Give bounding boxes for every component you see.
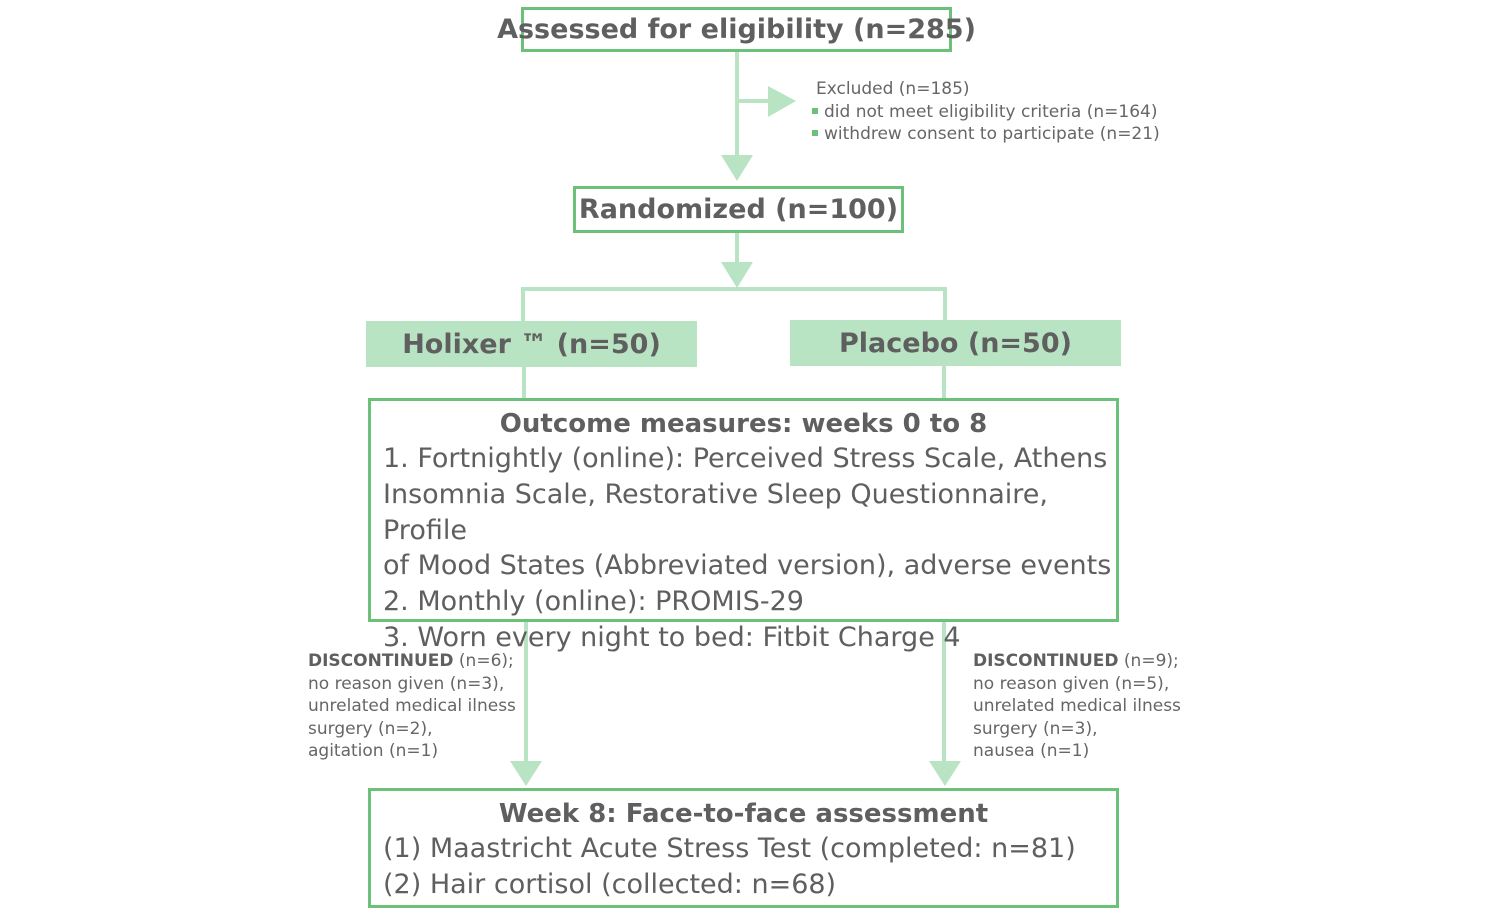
discontinued-left-line: unrelated medical ilness xyxy=(308,696,516,716)
arm-placebo-box: Placebo (n=50) xyxy=(790,320,1121,366)
connector-randomized-split xyxy=(735,232,739,264)
arrow-left-week8 xyxy=(510,761,542,786)
connector-right-outcomes xyxy=(942,365,946,399)
outcome-line: 1. Fortnightly (online): Perceived Stres… xyxy=(383,443,1108,474)
discontinued-right-head: DISCONTINUED (n=9); xyxy=(973,651,1179,671)
arm-holixer-label: Holixer ™ (n=50) xyxy=(402,328,661,360)
arm-holixer-box: Holixer ™ (n=50) xyxy=(366,321,697,367)
excluded-item: withdrew consent to participate (n=21) xyxy=(812,123,1160,146)
discontinued-left-note: DISCONTINUED (n=6); no reason given (n=3… xyxy=(308,650,516,763)
outcome-measures-title: Outcome measures: weeks 0 to 8 xyxy=(499,409,988,439)
discontinued-right-line: unrelated medical ilness xyxy=(973,696,1181,716)
discontinued-right-line: nausea (n=1) xyxy=(973,741,1090,761)
split-bar xyxy=(521,287,947,291)
week8-line: (2) Hair cortisol (collected: n=68) xyxy=(383,868,837,900)
discontinued-left-line: surgery (n=2), xyxy=(308,718,433,739)
outcome-line: Insomnia Scale, Restorative Sleep Questi… xyxy=(383,478,1048,546)
discontinued-left-head: DISCONTINUED (n=6); xyxy=(308,651,514,671)
connector-to-excluded xyxy=(737,99,773,103)
bullet-icon xyxy=(812,107,818,114)
week8-line: (1) Maastricht Acute Stress Test (comple… xyxy=(383,833,1076,864)
arrow-to-split xyxy=(721,262,753,288)
connector-left-outcomes xyxy=(522,366,526,399)
discontinued-right-line: surgery (n=3), xyxy=(973,718,1098,739)
connector-right-week8 xyxy=(942,621,946,763)
arrow-to-randomized xyxy=(721,155,753,181)
connector-left-week8 xyxy=(524,621,528,763)
split-right-drop xyxy=(943,287,947,320)
discontinued-left-line: agitation (n=1) xyxy=(308,741,439,761)
week8-title: Week 8: Face-to-face assessment xyxy=(498,799,989,829)
week8-box: Week 8: Face-to-face assessment (1) Maas… xyxy=(368,788,1119,908)
arm-placebo-label: Placebo (n=50) xyxy=(839,327,1072,359)
outcome-line: of Mood States (Abbreviated version), ad… xyxy=(383,550,1112,582)
outcome-measures-box: Outcome measures: weeks 0 to 8 1. Fortni… xyxy=(368,398,1119,653)
bullet-icon xyxy=(812,130,818,136)
arrow-to-excluded xyxy=(768,86,796,117)
excluded-item: did not meet eligibility criteria (n=164… xyxy=(812,101,1160,124)
randomized-box: Randomized (n=100) xyxy=(573,186,904,233)
randomized-label: Randomized (n=100) xyxy=(578,194,899,225)
discontinued-right-line: no reason given (n=5), xyxy=(973,673,1170,694)
discontinued-left-line: no reason given (n=3), xyxy=(308,673,505,694)
assessed-box: Assessed for eligibility (n=285) xyxy=(497,7,976,52)
discontinued-right-note: DISCONTINUED (n=9); no reason given (n=5… xyxy=(973,650,1181,763)
connector-assessed-randomized xyxy=(735,52,739,158)
split-left-drop xyxy=(521,287,525,321)
excluded-title: Excluded (n=185) xyxy=(816,79,970,99)
outcome-line: 2. Monthly (online): PROMIS-29 xyxy=(383,586,804,618)
arrow-right-week8 xyxy=(929,761,961,786)
outcome-line: 3. Worn every night to bed: Fitbit Charg… xyxy=(383,621,961,653)
excluded-note: Excluded (n=185) did not meet eligibilit… xyxy=(812,78,1160,146)
assessed-label: Assessed for eligibility (n=285) xyxy=(497,14,976,45)
